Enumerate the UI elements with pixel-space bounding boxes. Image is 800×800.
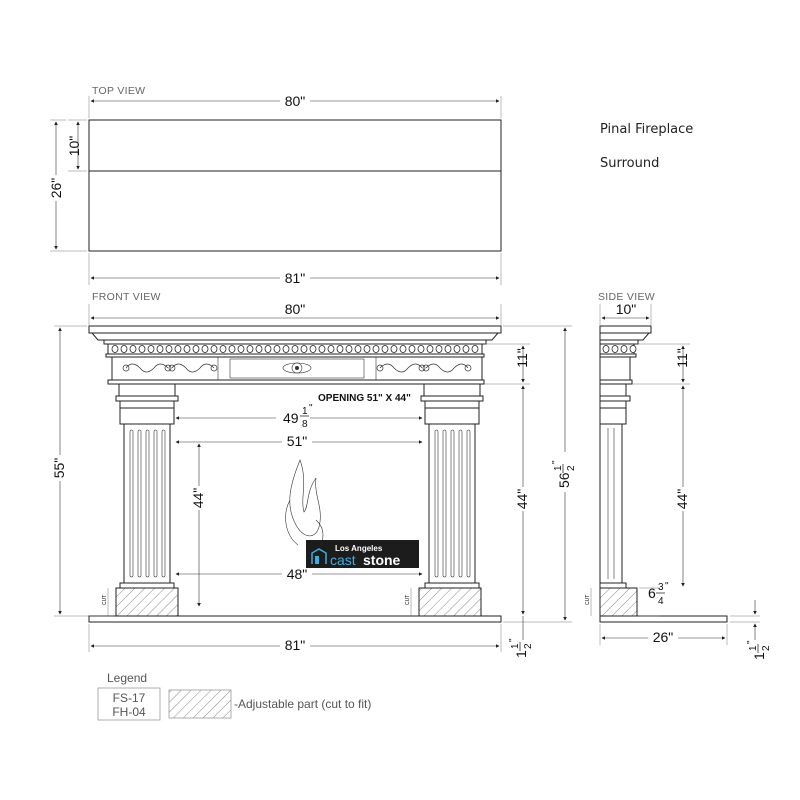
- drawing-title-line1: Pinal Fireplace: [600, 122, 693, 137]
- top-depth-dim: 26": [48, 178, 64, 199]
- opening-label: OPENING 51" X 44": [318, 393, 411, 404]
- svg-text:4: 4: [658, 596, 664, 607]
- top-view: TOP VIEW 80" 81" 10" 26": [48, 85, 502, 286]
- svg-text:1: 1: [510, 643, 521, 649]
- front-base-width-dim: 81": [285, 637, 306, 653]
- plinth-height-dim: 6 3 4 ": [648, 581, 669, 607]
- front-top-width-dim: 80": [285, 301, 306, 317]
- svg-text:2: 2: [566, 465, 577, 471]
- inner-width-whole: 49: [283, 410, 299, 426]
- svg-text:6: 6: [648, 585, 656, 601]
- side-plinth-adjustable: [599, 587, 638, 617]
- flame-sketch: [285, 459, 324, 549]
- svg-text:": ": [746, 640, 757, 644]
- svg-text:2: 2: [761, 645, 772, 651]
- hearth-thickness-dim: 1 1 2 ": [508, 638, 534, 658]
- drawing-title-line2: Surround: [600, 156, 659, 171]
- side-column-shaft: [599, 423, 623, 584]
- legend-hatch-swatch: [168, 689, 232, 719]
- top-view-outline: [88, 119, 502, 252]
- caststone-logo: Los Angeles cast stone: [306, 540, 419, 568]
- svg-text:1: 1: [553, 465, 564, 471]
- top-width-inner-dim: 80": [285, 93, 306, 109]
- front-view-label: FRONT VIEW: [92, 291, 161, 303]
- logo-part1: cast: [330, 552, 356, 568]
- top-width-outer-dim: 81": [285, 270, 306, 286]
- opening-width-dim: 51": [287, 433, 308, 449]
- side-leg-height-dim: 44": [674, 489, 690, 510]
- overall-height-dim: 56 1 2 ": [551, 460, 577, 488]
- cut-label-right: CUT: [405, 595, 411, 605]
- svg-text:2: 2: [523, 643, 534, 649]
- logo-part2: stone: [363, 552, 401, 568]
- side-cut-label: CUT: [585, 595, 591, 605]
- legend-code-2: FH-04: [112, 705, 146, 719]
- side-view: SIDE VIEW 10" 11" 44": [585, 291, 772, 660]
- front-leg-height-dim: 44": [514, 489, 530, 510]
- cut-label-left: CUT: [102, 595, 108, 605]
- logo-line1: Los Angeles: [335, 544, 383, 553]
- side-hearth-thickness-dim: 1 1 2 ": [746, 640, 772, 660]
- svg-text:1: 1: [751, 652, 767, 660]
- svg-text:": ": [508, 638, 519, 642]
- side-frieze-dim: 11": [674, 348, 690, 368]
- svg-text:1: 1: [748, 645, 759, 651]
- top-depth-small-dim: 10": [66, 136, 82, 157]
- hearth-base: [88, 615, 502, 623]
- bottom-width-dim: 48": [287, 566, 308, 582]
- front-frieze-dim: 11": [514, 348, 530, 368]
- side-hearth-base: [599, 615, 728, 623]
- inner-width-num: 1: [302, 406, 308, 417]
- svg-text:56: 56: [556, 472, 572, 488]
- right-plinth-adjustable: [418, 587, 482, 617]
- side-base-depth-dim: 26": [653, 629, 674, 645]
- front-height-dim: 55": [51, 458, 67, 479]
- legend-adjustable-label: -Adjustable part (cut to fit): [234, 697, 371, 711]
- legend-code-1: FS-17: [113, 691, 146, 705]
- svg-text:1: 1: [513, 650, 529, 658]
- svg-text:": ": [551, 460, 562, 464]
- front-view: FRONT VIEW 80": [50, 291, 577, 658]
- svg-text:": ": [309, 403, 313, 414]
- side-top-depth-dim: 10": [616, 301, 637, 317]
- legend-title: Legend: [107, 671, 147, 685]
- inner-width-den: 8: [302, 419, 308, 430]
- legend: Legend FS-17 FH-04 -Adjustable part (cut…: [97, 671, 371, 721]
- left-column-shaft: [123, 423, 171, 584]
- left-plinth-adjustable: [115, 587, 179, 617]
- right-column-shaft: [428, 423, 476, 584]
- svg-text:3: 3: [658, 582, 664, 593]
- svg-text:": ": [665, 581, 669, 592]
- top-view-label: TOP VIEW: [92, 85, 145, 97]
- opening-height-dim: 44": [190, 488, 206, 509]
- side-view-label: SIDE VIEW: [598, 291, 655, 303]
